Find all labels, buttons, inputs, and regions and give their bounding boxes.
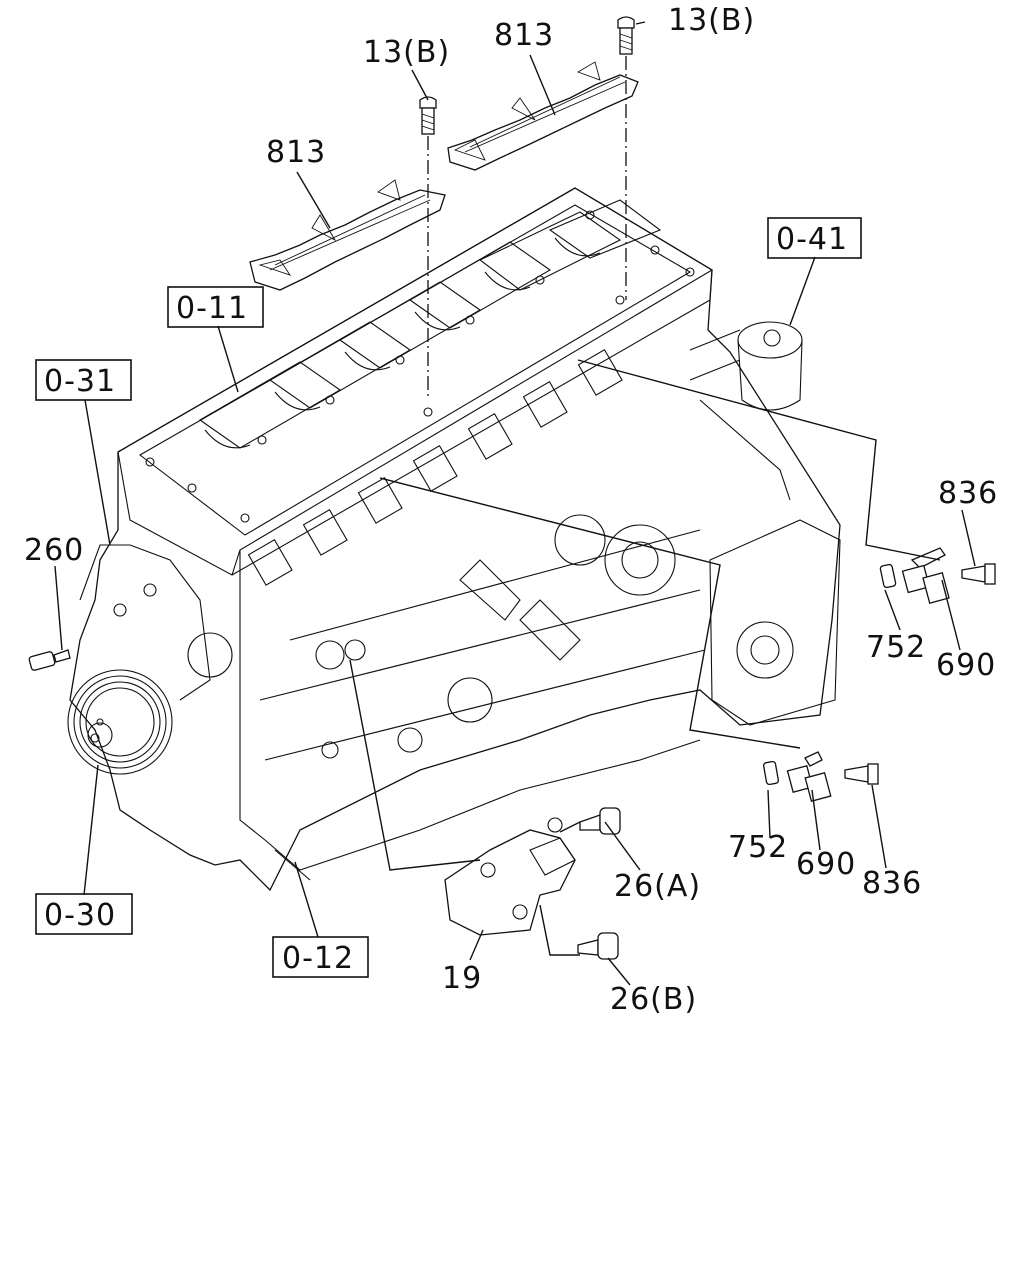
label-836-upper: 836 <box>938 476 998 511</box>
label-ref-0-41: 0-41 <box>776 222 848 257</box>
bolt-13b-left <box>419 96 437 135</box>
sensor-assembly-lower <box>763 751 879 802</box>
ref-box-0-12 <box>272 936 369 978</box>
label-836-lower: 836 <box>862 866 922 901</box>
label-19: 19 <box>442 961 482 996</box>
sensor-assembly-upper <box>879 547 996 604</box>
label-752-lower: 752 <box>728 830 788 865</box>
engine-block-drawing <box>67 187 841 892</box>
gasket-813-upper <box>447 61 639 171</box>
ref-box-0-30 <box>35 893 133 935</box>
label-813-lower: 813 <box>266 135 326 170</box>
label-ref-0-31: 0-31 <box>44 364 116 399</box>
label-26b: 26(B) <box>610 982 697 1017</box>
bolt-26a <box>579 807 621 835</box>
bolt-26b <box>577 932 619 960</box>
bolt-13b-right <box>617 16 635 55</box>
sensor-260 <box>28 649 71 671</box>
label-260: 260 <box>24 533 84 568</box>
label-752-upper: 752 <box>866 630 926 665</box>
label-ref-0-12: 0-12 <box>282 941 354 976</box>
label-690-lower: 690 <box>796 847 856 882</box>
label-ref-0-30: 0-30 <box>44 898 116 933</box>
label-ref-0-11: 0-11 <box>176 291 248 326</box>
ref-box-0-11 <box>167 286 264 328</box>
ref-box-0-31 <box>35 359 132 401</box>
label-13b-left: 13(B) <box>363 35 450 70</box>
label-813-upper: 813 <box>494 18 554 53</box>
ref-box-0-41 <box>767 217 862 259</box>
label-26a: 26(A) <box>614 869 701 904</box>
gasket-813-lower <box>249 179 446 291</box>
label-690-upper: 690 <box>936 648 996 683</box>
leader-lines <box>54 21 976 986</box>
bracket-19 <box>444 817 576 936</box>
label-13b-right: 13(B) <box>668 3 755 38</box>
